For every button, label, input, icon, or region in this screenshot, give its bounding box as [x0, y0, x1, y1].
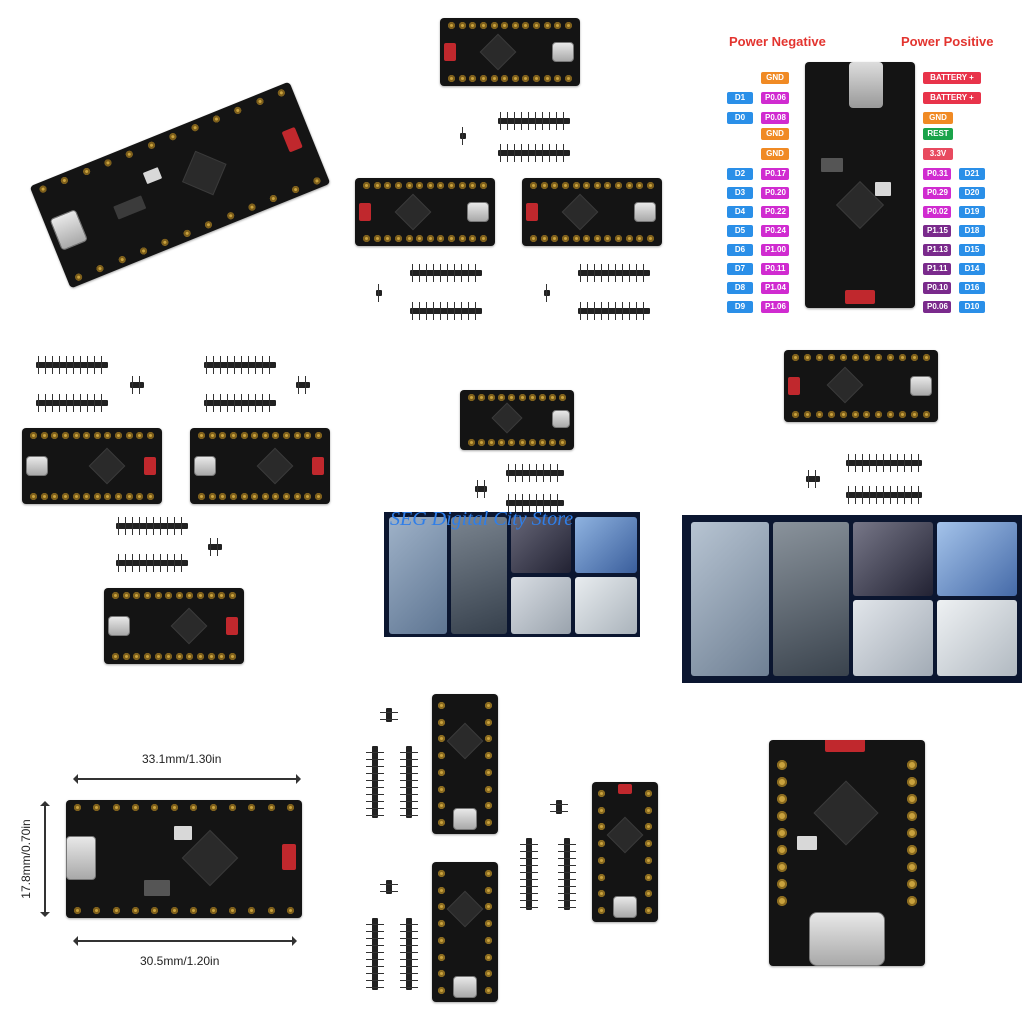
- pin-label-d: D19: [959, 206, 985, 218]
- pin-label-d: D8: [727, 282, 753, 294]
- pin-label-right-top: BATTERY +: [923, 72, 981, 84]
- pin-label-right-top: BATTERY +: [923, 92, 981, 104]
- pin-label-right-top: 3.3V: [923, 148, 953, 160]
- pin-label-port: P1.04: [761, 282, 789, 294]
- pin-label-port: P0.02: [923, 206, 951, 218]
- pin-label-right-top: GND: [923, 112, 953, 124]
- pin-label-port: P0.20: [761, 187, 789, 199]
- pin-label-d: D1: [727, 92, 753, 104]
- pin-label-port: P0.06: [923, 301, 951, 313]
- pin-label-d: D2: [727, 168, 753, 180]
- pin-label-d: D9: [727, 301, 753, 313]
- length-bottom-label: 30.5mm/1.20in: [140, 954, 220, 968]
- pin-label-d: D18: [959, 225, 985, 237]
- pin-label-d: D3: [727, 187, 753, 199]
- pin-label-port: P0.31: [923, 168, 951, 180]
- pin-label-d: D21: [959, 168, 985, 180]
- pin-label-d: D14: [959, 263, 985, 275]
- width-label: 17.8mm/0.70in: [19, 819, 33, 899]
- package-contents-2: [0, 340, 340, 670]
- pin-label-left-top: P0.08: [761, 112, 789, 124]
- pin-label-port: P0.17: [761, 168, 789, 180]
- watermark: SEG Digital City Store: [390, 508, 574, 530]
- pin-label-port: P1.00: [761, 244, 789, 256]
- pin-label-port: P0.10: [923, 282, 951, 294]
- pin-label-port: P1.13: [923, 244, 951, 256]
- pin-label-d: D20: [959, 187, 985, 199]
- pin-label-d: D15: [959, 244, 985, 256]
- pin-label-d: D0: [727, 112, 753, 124]
- pin-label-d: D6: [727, 244, 753, 256]
- pin-label-port: P1.15: [923, 225, 951, 237]
- board-vertical-large: [769, 740, 925, 966]
- pin-label-left-top: GND: [761, 128, 789, 140]
- applications-collage-small: SEG Digital City Store: [340, 340, 685, 670]
- pin-label-left-top: GND: [761, 148, 789, 160]
- cap-c3: [281, 126, 303, 153]
- dimensions-diagram: 33.1mm/1.30in 30.5mm/1.20in 17.8mm/0.70i…: [0, 690, 340, 1024]
- power-positive-label: Power Positive: [901, 34, 994, 49]
- pin-label-d: D5: [727, 225, 753, 237]
- board-dimension: [66, 800, 302, 918]
- pin-label-d: D4: [727, 206, 753, 218]
- cap-c3-large: [825, 740, 865, 752]
- length-top-label: 33.1mm/1.30in: [142, 752, 222, 766]
- pin-label-d: D7: [727, 263, 753, 275]
- pin-label-left-top: P0.06: [761, 92, 789, 104]
- product-photo-angled: [0, 0, 340, 330]
- power-negative-label: Power Negative: [729, 34, 826, 49]
- package-contents-vertical: [340, 690, 685, 1024]
- board-pinout: [805, 62, 915, 308]
- pin-label-d: D10: [959, 301, 985, 313]
- pin-label-d: D16: [959, 282, 985, 294]
- pin-label-port: P0.29: [923, 187, 951, 199]
- package-contents-3: [340, 0, 685, 330]
- product-photo-vertical: [685, 690, 1024, 1024]
- pin-label-right-top: REST: [923, 128, 953, 140]
- pin-label-port: P0.24: [761, 225, 789, 237]
- pin-label-port: P0.22: [761, 206, 789, 218]
- pin-label-port: P0.11: [761, 263, 789, 275]
- pin-label-port: P1.06: [761, 301, 789, 313]
- board-angled: [29, 81, 331, 289]
- applications-collage-large: [680, 340, 1024, 685]
- pin-label-port: P1.11: [923, 263, 951, 275]
- pin-label-left-top: GND: [761, 72, 789, 84]
